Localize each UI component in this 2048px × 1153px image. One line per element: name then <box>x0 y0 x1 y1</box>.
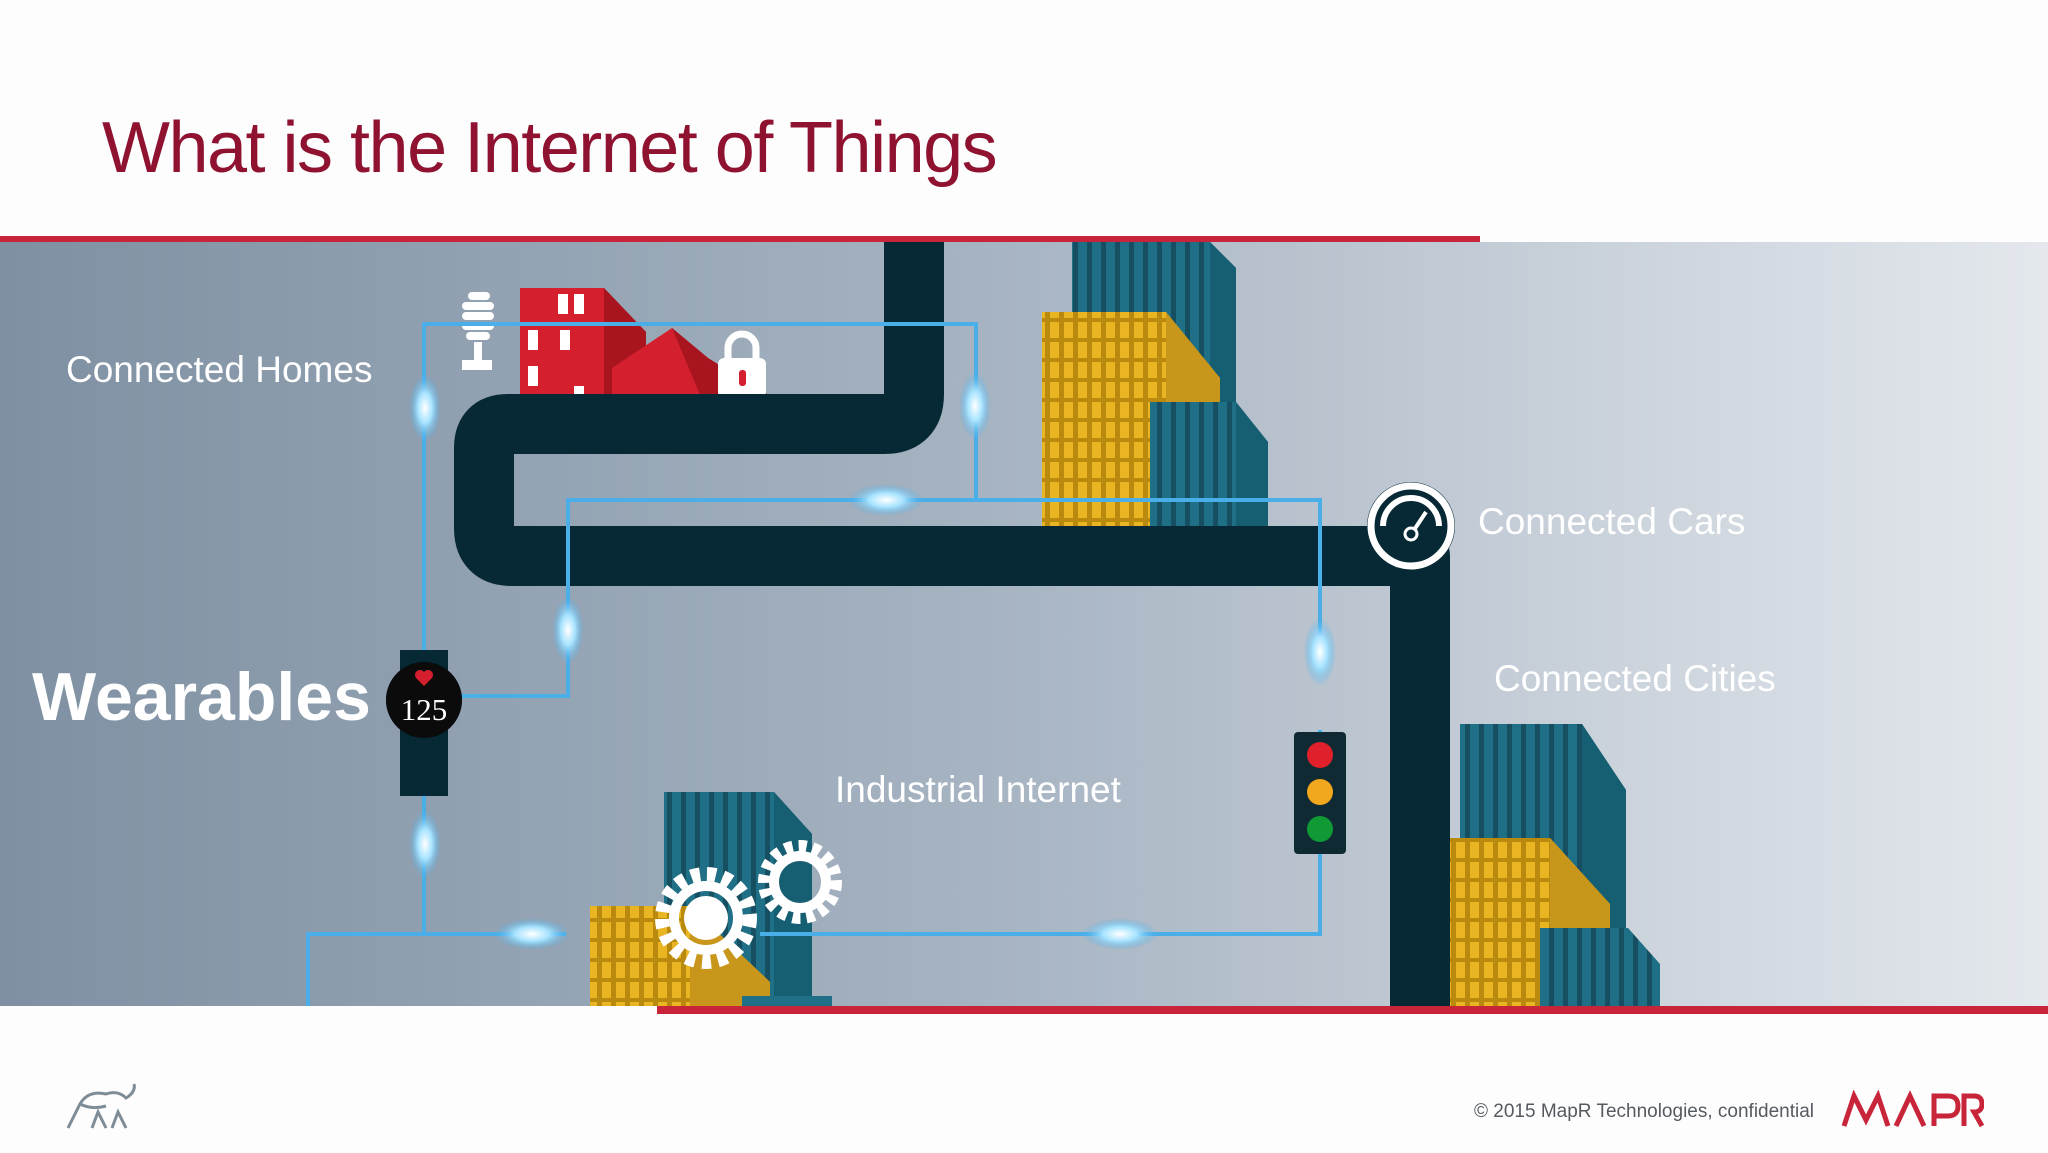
slide-title: What is the Internet of Things <box>102 108 998 188</box>
illustration-background <box>0 242 2048 1006</box>
label-connected-cars: Connected Cars <box>1478 501 1746 542</box>
traffic-light-icon <box>1294 732 1346 854</box>
smartwatch: 125 <box>386 650 462 796</box>
padlock-icon <box>718 330 766 398</box>
iot-illustration: 125 <box>0 242 2048 1006</box>
label-connected-cities: Connected Cities <box>1494 658 1776 699</box>
watch-heart-rate: 125 <box>401 692 448 727</box>
label-industrial-internet: Industrial Internet <box>835 769 1121 810</box>
heart-icon <box>415 670 433 686</box>
label-wearables: Wearables <box>32 659 371 735</box>
data-road <box>454 242 1450 1006</box>
speedometer-icon <box>1367 482 1455 570</box>
connected-homes-buildings <box>520 288 800 414</box>
top-divider <box>0 236 1480 242</box>
bottom-divider <box>657 1006 2048 1014</box>
gear-icon <box>655 840 842 969</box>
elephant-mascot-icon <box>66 1083 136 1129</box>
mapr-logo <box>1841 1090 1984 1128</box>
label-connected-homes: Connected Homes <box>66 349 373 390</box>
copyright-notice: © 2015 MapR Technologies, confidential <box>1474 1101 1815 1122</box>
circuit-nodes <box>409 372 1336 950</box>
